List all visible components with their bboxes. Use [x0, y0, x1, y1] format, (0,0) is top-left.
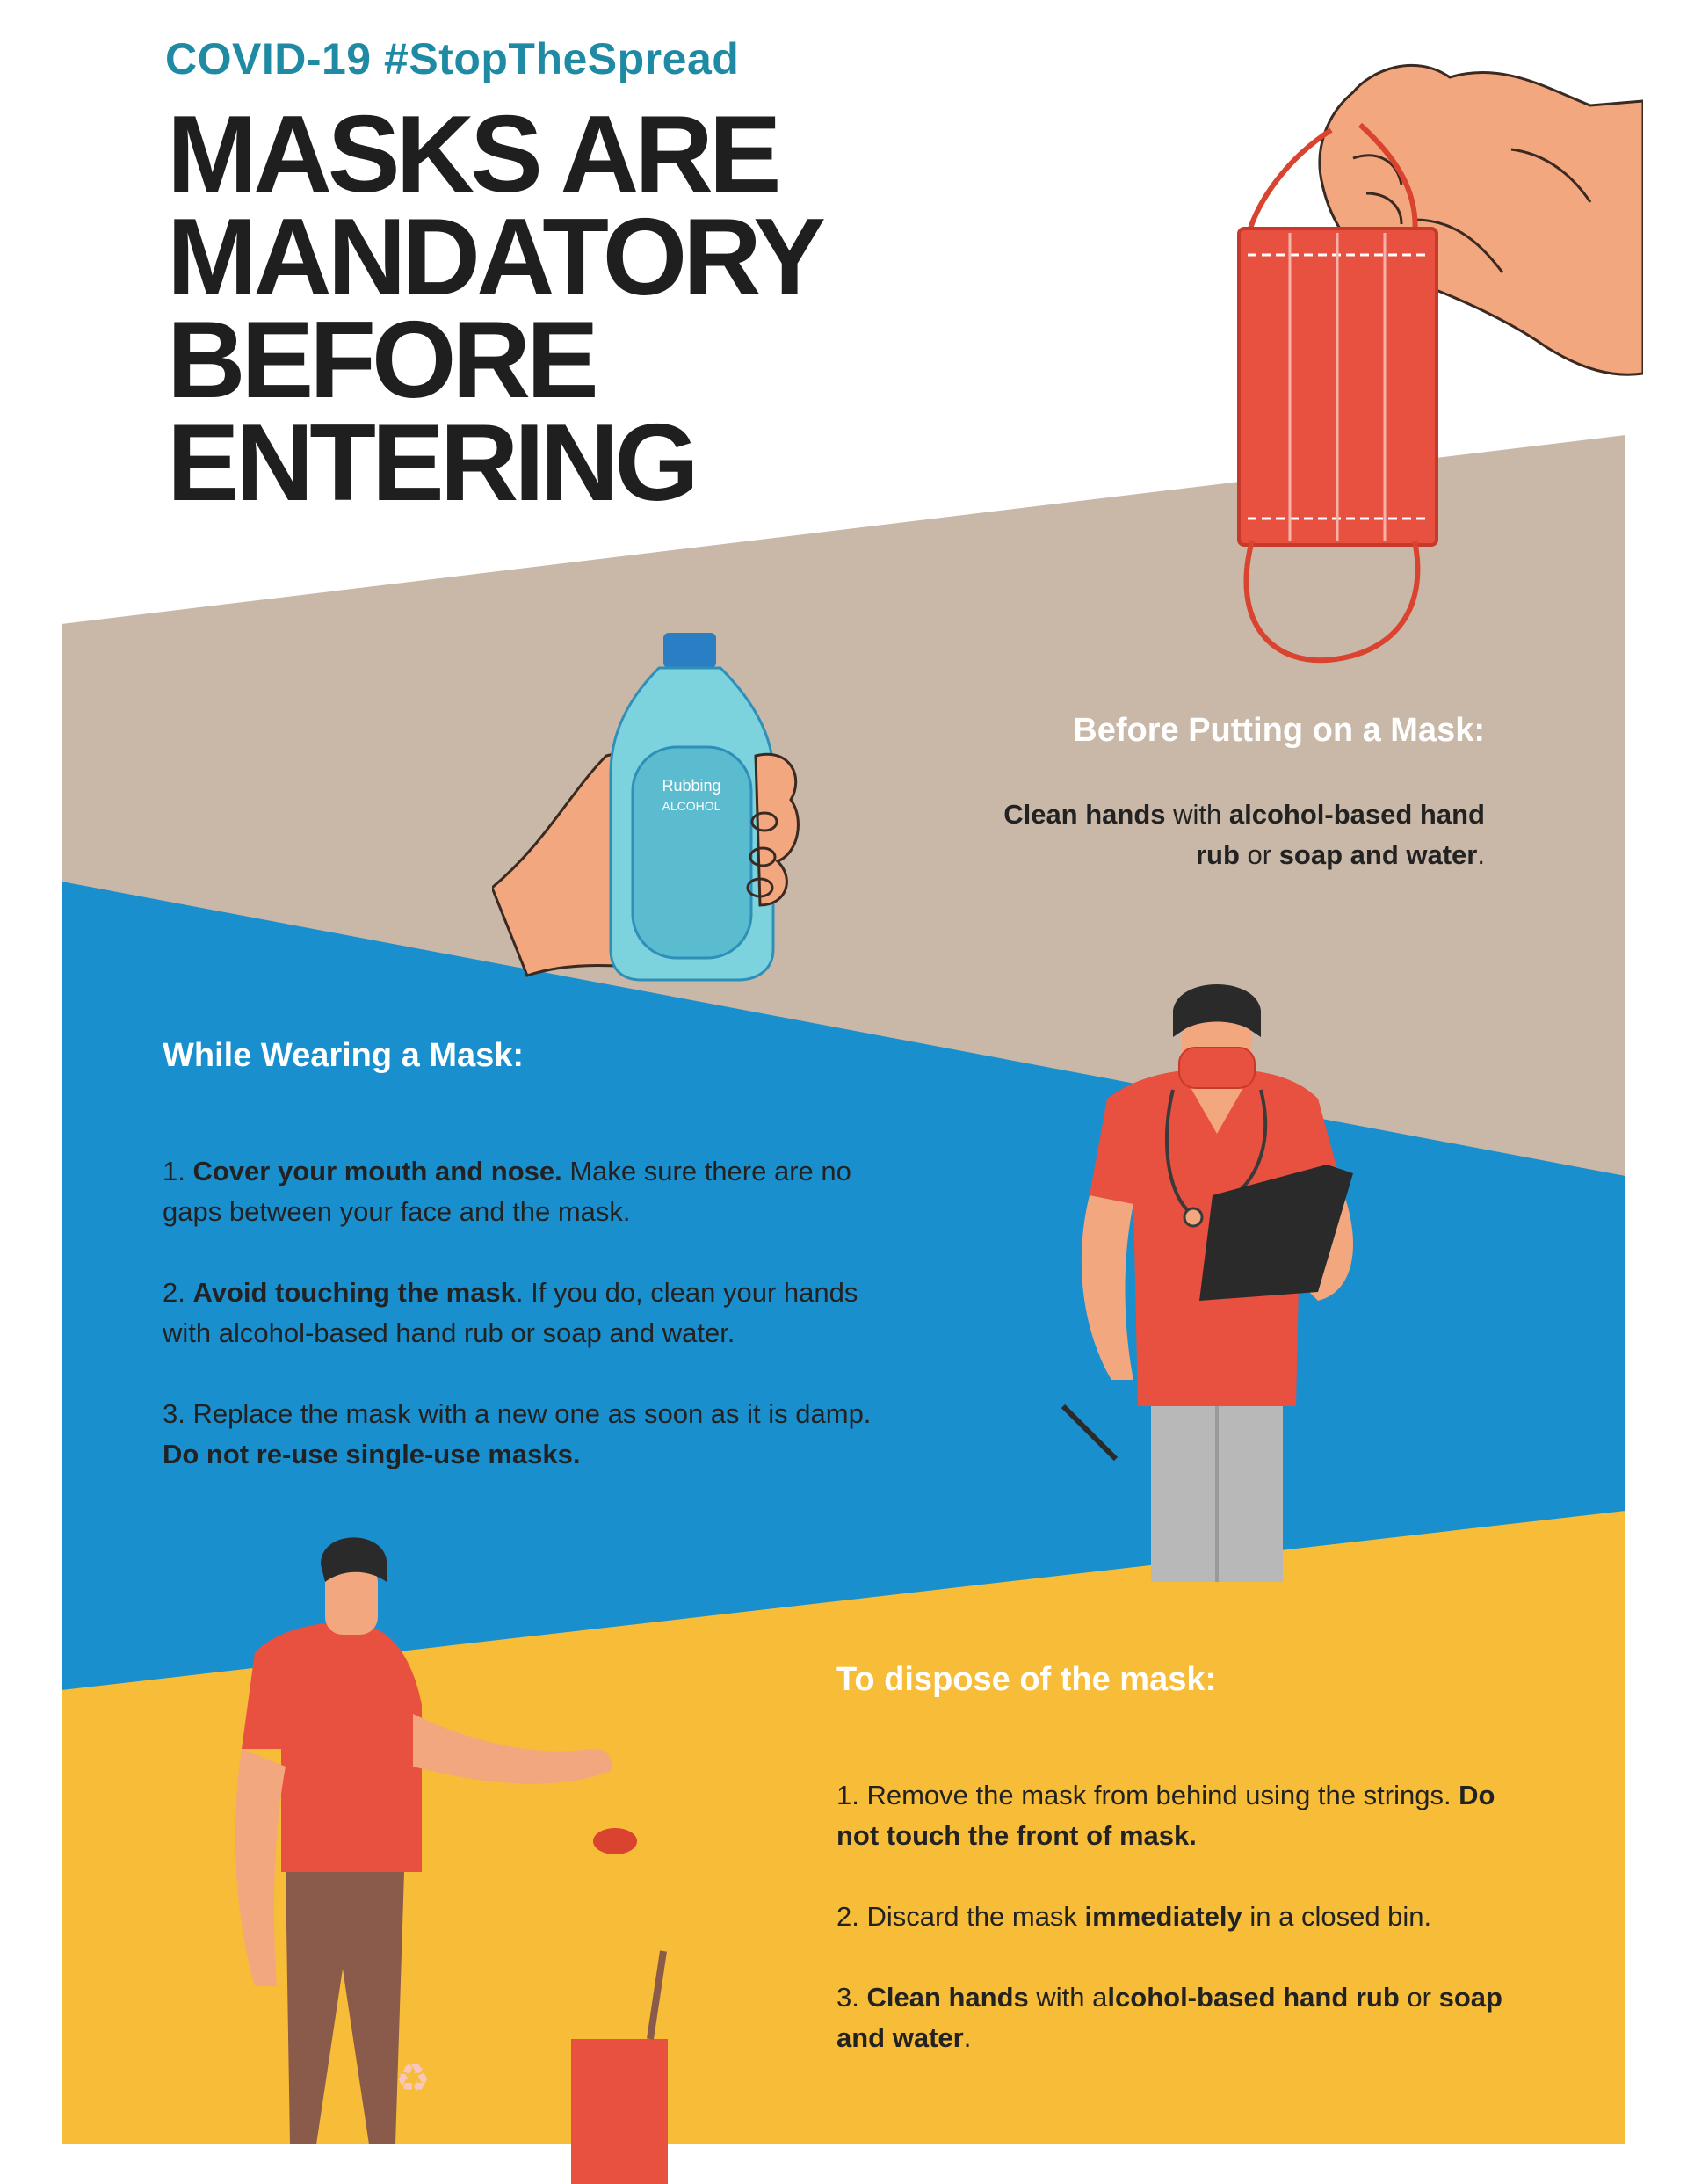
while-heading: While Wearing a Mask: [163, 1037, 525, 1074]
text-span: 1. Remove the mask from behind using the… [836, 1780, 1459, 1810]
emphasis: Clean hands [1003, 799, 1166, 830]
text-span: Make sure there are no gaps between your… [163, 1156, 851, 1227]
text-span: 3. [836, 1982, 867, 2013]
text-span: 2. [163, 1277, 193, 1308]
before-heading: Before Putting on a Mask: [1073, 712, 1485, 749]
emphasis: Do not touch the front of mask. [836, 1780, 1495, 1851]
list-item: 1. Cover your mouth and nose. Make sure … [163, 1151, 892, 1232]
emphasis: Cover your mouth and nose. [192, 1156, 562, 1186]
doctor-illustration [1061, 984, 1353, 1582]
bottle-label-line2: ALCOHOL [662, 799, 721, 813]
title-line: MASKS ARE [167, 94, 781, 215]
text-span: or [1399, 1982, 1439, 2013]
before-line: rub or soap and water. [879, 835, 1485, 875]
dispose-heading: To dispose of the mask: [836, 1661, 1217, 1698]
page-title: MASKS ARE MANDATORY BEFORE ENTERING [167, 94, 826, 524]
yellow-band [62, 1511, 1625, 2184]
bottle-label-line1: Rubbing [662, 777, 720, 795]
recycle-icon: ♻ [395, 2057, 431, 2101]
list-item: 3. Clean hands with alcohol-based hand r… [836, 1977, 1539, 2058]
text-span: . [963, 2022, 972, 2053]
text-span: in a closed bin. [1242, 1901, 1432, 1932]
emphasis: Avoid touching the mask [192, 1277, 516, 1308]
emphasis: Clean hands [866, 1982, 1029, 2013]
title-line: MANDATORY [167, 197, 826, 318]
hand-holding-mask-illustration [1237, 63, 1643, 664]
list-item: 2. Discard the mask immediately in a clo… [836, 1897, 1539, 1937]
emphasis: soap and water [836, 1982, 1502, 2053]
emphasis: lcohol-based hand rub [1107, 1982, 1400, 2013]
emphasis: soap and water [1278, 839, 1478, 870]
text-span: 3. Replace the mask with a new one as so… [163, 1398, 872, 1429]
text-span: . If you do, clean your hands with alcoh… [163, 1277, 858, 1348]
text-span: 2. Discard the mask [836, 1901, 1085, 1932]
list-item: 2. Avoid touching the mask. If you do, c… [163, 1273, 892, 1353]
before-line: Clean hands with alcohol-based hand [879, 795, 1485, 835]
before-instructions: Clean hands with alcohol-based hand rub … [879, 795, 1485, 875]
bottom-white-strip [0, 2144, 1687, 2184]
man-discarding-mask-illustration [235, 1537, 668, 2184]
title-line: ENTERING [167, 403, 699, 524]
text-span: with [1165, 799, 1229, 830]
list-item: 3. Replace the mask with a new one as so… [163, 1394, 892, 1475]
emphasis: rub [1195, 839, 1240, 870]
while-instructions: 1. Cover your mouth and nose. Make sure … [163, 1151, 892, 1515]
emphasis: alcohol-based hand [1228, 799, 1485, 830]
campaign-tag: COVID-19 #StopTheSpread [165, 34, 740, 83]
text-span: . [1477, 839, 1485, 870]
dispose-instructions: 1. Remove the mask from behind using the… [836, 1775, 1539, 2099]
text-span: 1. [163, 1156, 193, 1186]
text-span: or [1239, 839, 1279, 870]
emphasis: immediately [1084, 1901, 1242, 1932]
text-span: with a [1028, 1982, 1108, 2013]
list-item: 1. Remove the mask from behind using the… [836, 1775, 1539, 1856]
title-line: BEFORE [167, 300, 599, 421]
emphasis: Do not re-use single-use masks. [163, 1439, 581, 1469]
hand-holding-bottle-illustration: Rubbing ALCOHOL [492, 633, 800, 982]
